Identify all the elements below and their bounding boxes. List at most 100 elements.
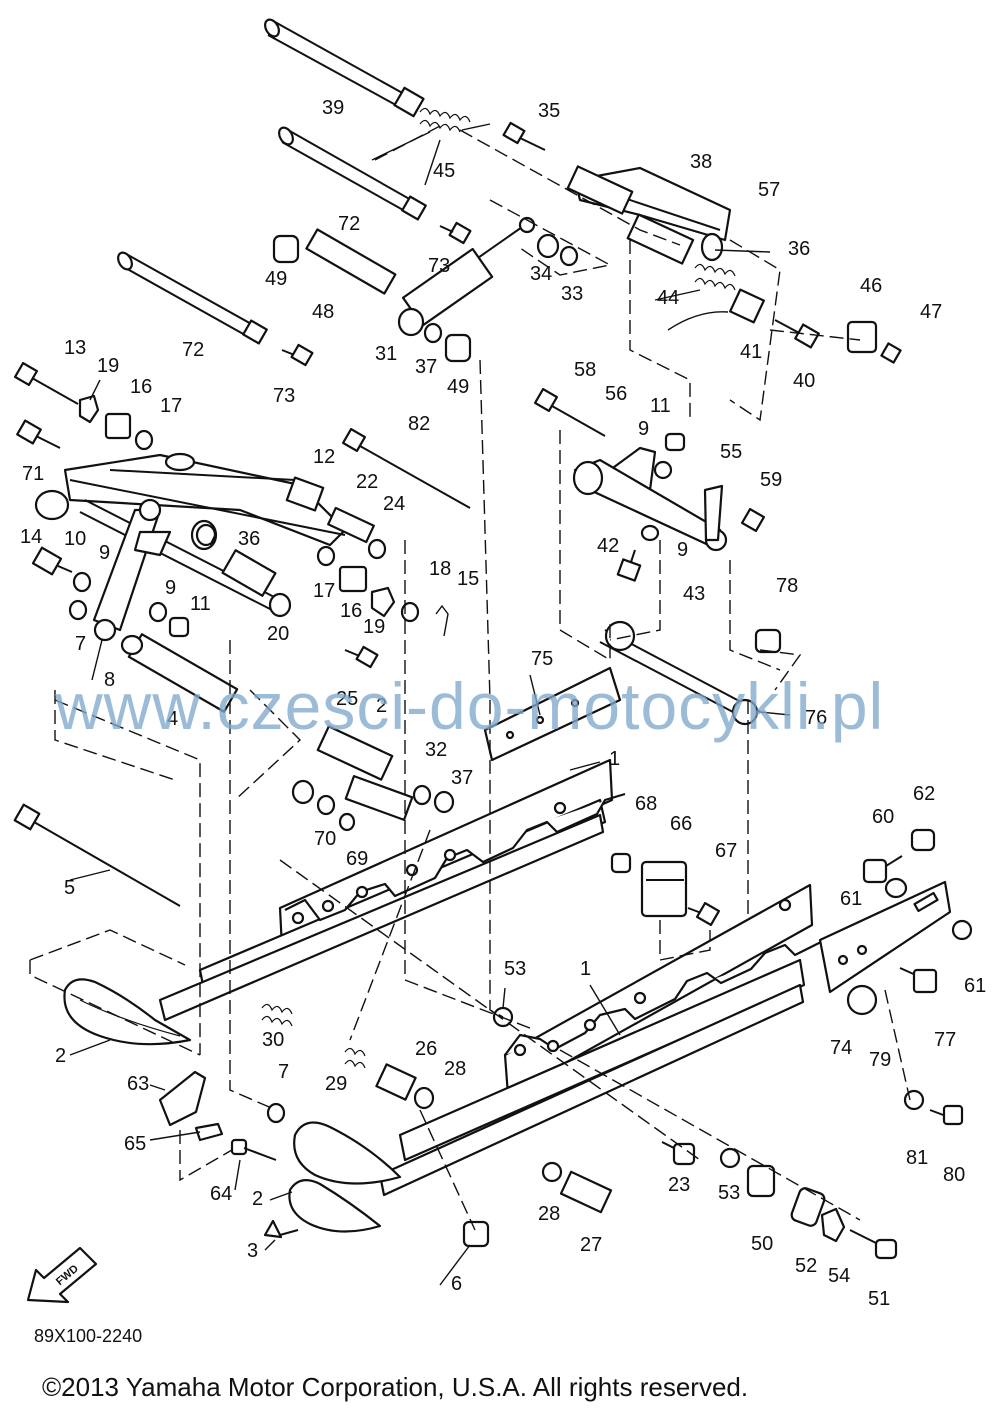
collar-37-lower xyxy=(433,790,455,814)
collar-26 xyxy=(375,1063,417,1101)
part-callout-79: 79 xyxy=(869,1049,891,1071)
part-callout-7: 7 xyxy=(75,633,86,655)
part-callout-9: 9 xyxy=(165,577,176,599)
part-callout-27: 27 xyxy=(580,1234,602,1256)
part-callout-14: 14 xyxy=(20,526,42,548)
watermark: www.czesci-do-motocykli.pl xyxy=(55,669,885,743)
block-16-upper xyxy=(104,412,132,440)
part-callout-34: 34 xyxy=(530,263,552,285)
bracket-19-lower xyxy=(370,586,396,618)
part-callout-46: 46 xyxy=(860,275,882,297)
part-callout-77: 77 xyxy=(934,1029,956,1051)
slider-66 xyxy=(640,860,688,918)
bolt-58 xyxy=(533,387,606,437)
washer-53-lower xyxy=(719,1147,741,1169)
part-callout-67: 67 xyxy=(715,840,737,862)
part-callout-9: 9 xyxy=(677,539,688,561)
part-callout-52: 52 xyxy=(795,1255,817,1277)
part-callout-36: 36 xyxy=(788,238,810,260)
part-callout-5: 5 xyxy=(64,877,75,899)
part-callout-12: 12 xyxy=(313,446,335,468)
part-callout-82: 82 xyxy=(408,413,430,435)
part-callout-22: 22 xyxy=(356,471,378,493)
washer-18 xyxy=(400,601,420,623)
part-callout-17: 17 xyxy=(160,395,182,417)
washer-28-lower xyxy=(541,1161,563,1183)
part-callout-56: 56 xyxy=(605,383,627,405)
part-callout-15: 15 xyxy=(457,568,479,590)
nut-11-right xyxy=(664,432,686,452)
washer-9-right-b xyxy=(640,524,660,542)
part-callout-32: 32 xyxy=(425,739,447,761)
part-callout-13: 13 xyxy=(64,337,86,359)
part-callout-69: 69 xyxy=(346,848,368,870)
washer-9-b xyxy=(148,601,168,623)
part-callout-11: 11 xyxy=(190,593,211,615)
bolt-67 xyxy=(687,901,721,927)
part-callout-2: 2 xyxy=(376,695,387,717)
part-callout-75: 75 xyxy=(531,648,553,670)
nut-11-front xyxy=(168,616,190,638)
nut-59 xyxy=(740,507,766,533)
part-callout-1: 1 xyxy=(580,958,591,980)
part-callout-59: 59 xyxy=(760,469,782,491)
collar-41 xyxy=(729,288,765,324)
cap-46 xyxy=(846,320,878,354)
part-callout-28: 28 xyxy=(444,1058,466,1080)
part-callout-78: 78 xyxy=(776,575,798,597)
collar-27 xyxy=(559,1170,613,1214)
part-callout-49: 49 xyxy=(447,376,469,398)
washer-9-a xyxy=(72,571,92,593)
bolt-73-lower xyxy=(281,343,314,367)
part-callout-51: 51 xyxy=(868,1288,890,1310)
part-callout-11: 11 xyxy=(650,395,671,417)
bolt-77 xyxy=(899,967,938,994)
washer-61-a xyxy=(884,877,908,899)
part-callout-53: 53 xyxy=(718,1182,740,1204)
bolt-13 xyxy=(13,361,79,405)
part-callout-10: 10 xyxy=(64,528,86,550)
long-bolt-82 xyxy=(341,427,471,509)
nut-79 xyxy=(846,984,878,1016)
part-callout-26: 26 xyxy=(415,1038,437,1060)
block-50 xyxy=(746,1164,776,1198)
part-callout-2: 2 xyxy=(252,1188,263,1210)
part-callout-17: 17 xyxy=(313,580,335,602)
bolt-35 xyxy=(502,121,546,151)
part-callout-3: 3 xyxy=(247,1240,258,1262)
washer-7 xyxy=(68,599,88,621)
collar-52 xyxy=(790,1187,826,1227)
collar-32 xyxy=(412,784,432,806)
part-callout-80: 80 xyxy=(943,1164,965,1186)
part-callout-55: 55 xyxy=(720,441,742,463)
part-callout-40: 40 xyxy=(793,370,815,392)
bracket-63 xyxy=(158,1070,207,1127)
shaft-2-lower xyxy=(344,775,414,821)
nut-6 xyxy=(462,1220,490,1248)
ski-runner-2-right xyxy=(288,1121,402,1233)
shaft-72-upper xyxy=(278,126,427,221)
bolt-73-upper xyxy=(439,221,472,245)
part-callout-65: 65 xyxy=(124,1133,146,1155)
bolt-60 xyxy=(862,855,903,884)
spring-29 xyxy=(344,1047,366,1069)
part-callout-50: 50 xyxy=(751,1233,773,1255)
front-arm-12 xyxy=(63,452,347,547)
part-callout-61: 61 xyxy=(840,888,862,910)
part-callout-61: 61 xyxy=(964,975,986,997)
nut-47 xyxy=(880,342,902,364)
part-callout-76: 76 xyxy=(805,707,827,729)
bolt-23 xyxy=(661,1141,696,1166)
part-callout-31: 31 xyxy=(375,343,397,365)
part-callout-8: 8 xyxy=(104,669,115,691)
part-callout-62: 62 xyxy=(913,783,935,805)
nut-62 xyxy=(910,828,936,852)
part-callout-23: 23 xyxy=(668,1174,690,1196)
bolt-80 xyxy=(929,1104,964,1126)
part-callout-60: 60 xyxy=(872,806,894,828)
clip-54 xyxy=(820,1207,846,1243)
part-callout-73: 73 xyxy=(273,385,295,407)
shock-absorber-31 xyxy=(397,216,536,337)
bolt-2-small xyxy=(344,645,379,669)
